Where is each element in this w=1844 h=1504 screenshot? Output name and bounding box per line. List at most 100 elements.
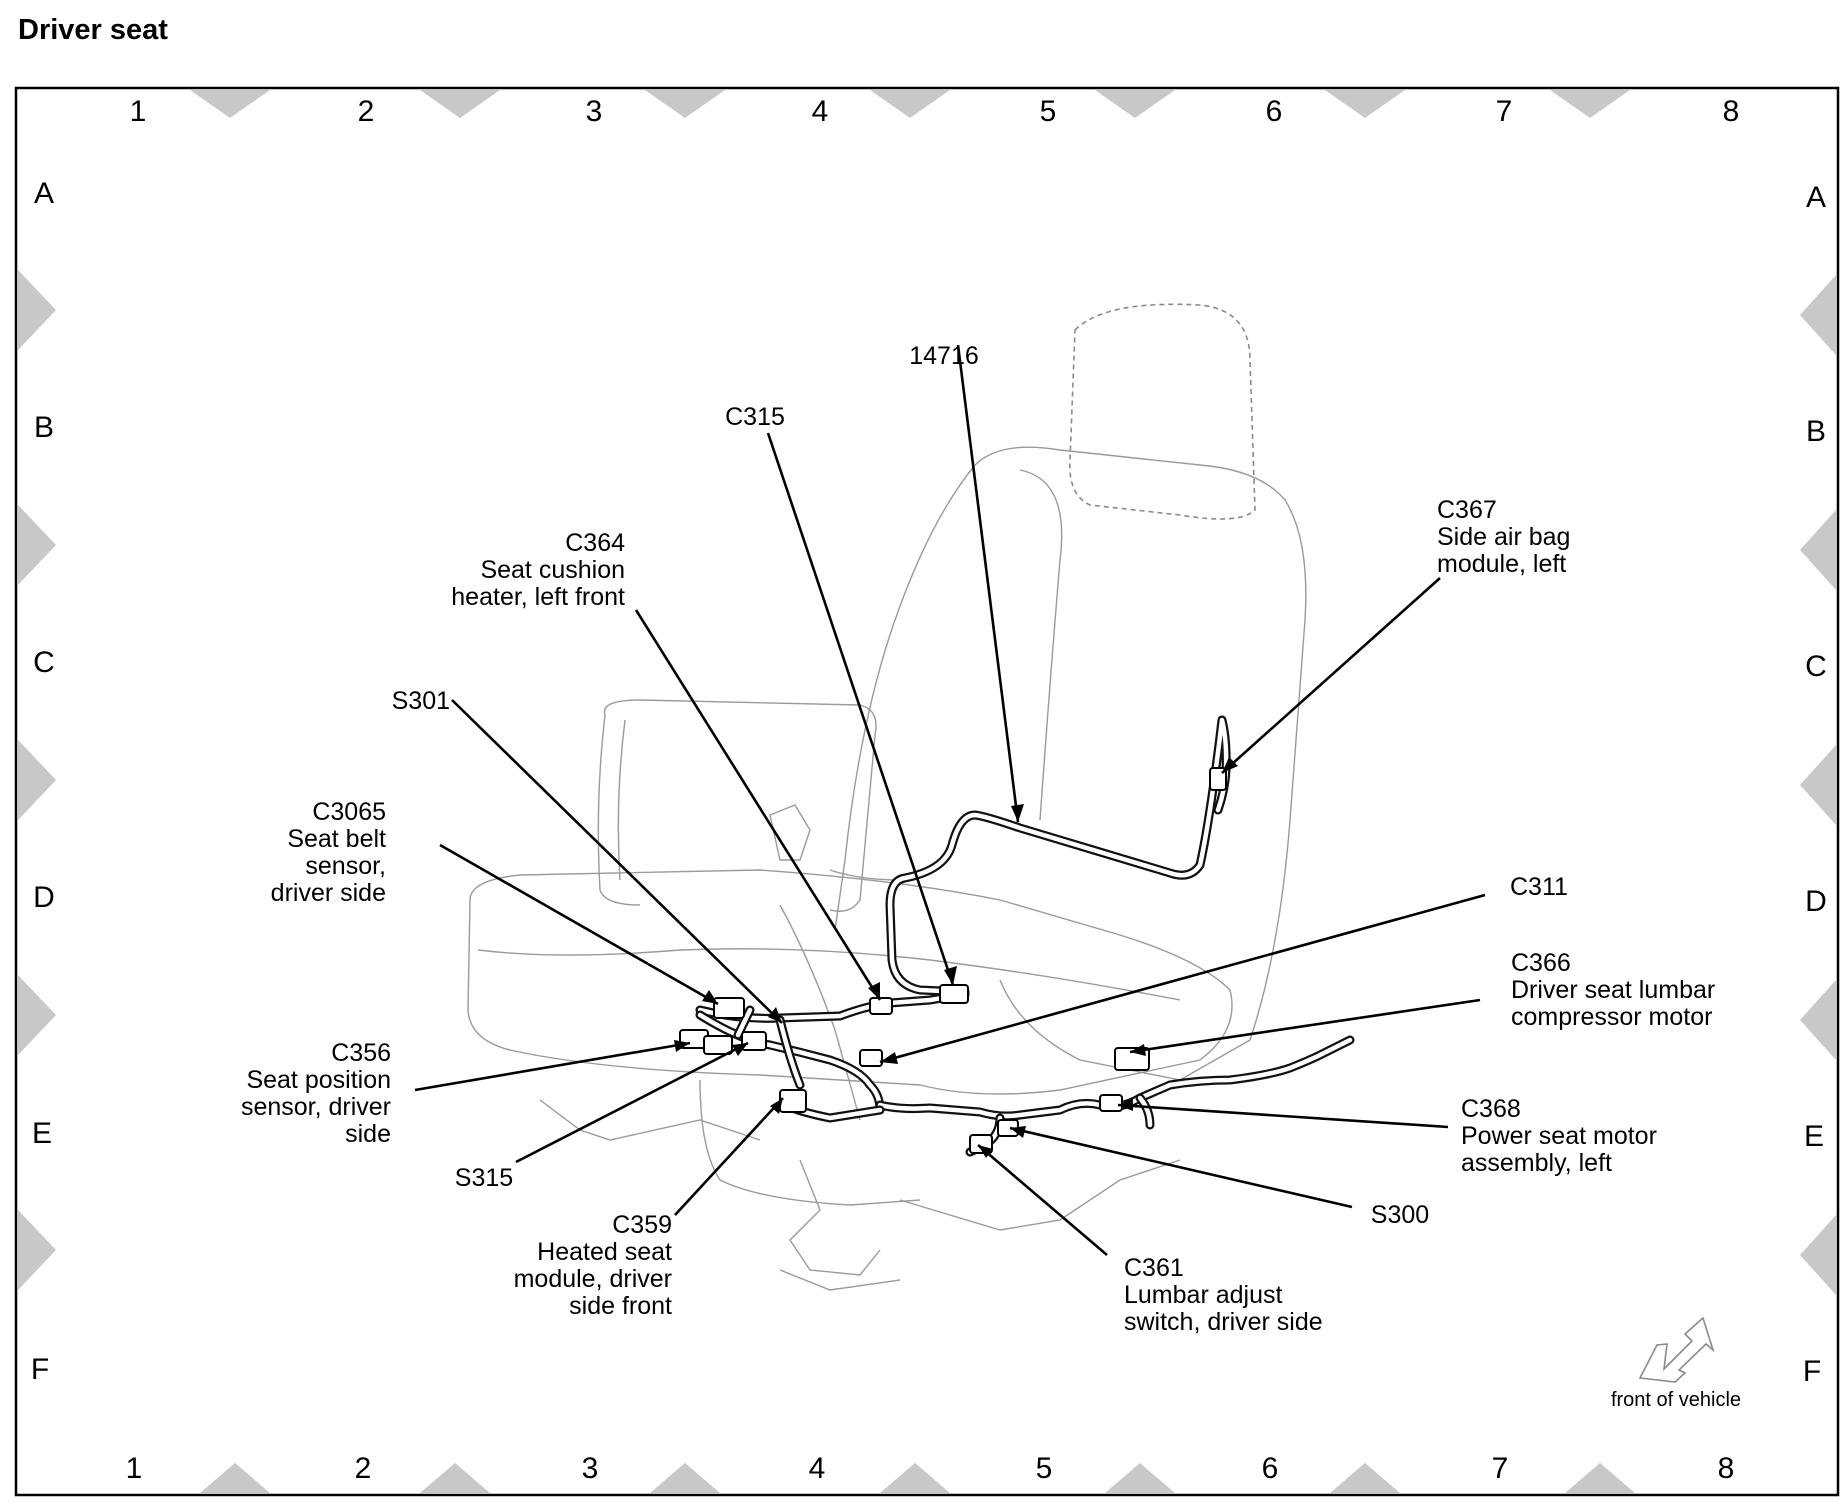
grid-col-6-bottom: 6: [1262, 1452, 1279, 1485]
connector-c356-b: [703, 1035, 733, 1055]
label-c368-line1: Power seat motor: [1461, 1122, 1657, 1150]
connector-c311: [859, 1049, 883, 1067]
grid-row-d-left: D: [33, 881, 55, 914]
label-c366-id: C366: [1511, 949, 1571, 977]
grid-row-labels-right: A B C D E F: [1803, 181, 1827, 1388]
leader-s315: [515, 1041, 749, 1164]
label-c367-line1: Side air bag: [1437, 523, 1570, 551]
connector-c315: [939, 984, 969, 1004]
grid-row-c-right: C: [1805, 650, 1827, 683]
arrow-down-left-icon: [1638, 1316, 1715, 1383]
label-c3065-line1: Seat belt: [287, 825, 386, 853]
grid-col-7-bottom: 7: [1492, 1452, 1509, 1485]
grid-row-e-left: E: [32, 1117, 52, 1150]
wiring-harness: [695, 715, 1355, 1157]
grid-col-1-bottom: 1: [126, 1452, 143, 1485]
grid-col-4-top: 4: [812, 95, 829, 128]
connector-c364: [869, 997, 893, 1015]
grid-col-2-top: 2: [358, 95, 375, 128]
label-c367-id: C367: [1437, 496, 1497, 524]
label-c368-line2: assembly, left: [1461, 1149, 1612, 1177]
connector-s315: [741, 1031, 767, 1051]
orientation-indicator: front of vehicle: [1611, 1316, 1741, 1411]
callout-labels: 14716 C315 C364 Seat cushion heater, lef…: [241, 342, 1715, 1336]
grid-row-b-right: B: [1806, 415, 1826, 448]
grid-row-c-left: C: [33, 646, 55, 679]
leader-c311: [879, 893, 1486, 1064]
label-c368-id: C368: [1461, 1095, 1521, 1123]
leader-c315: [766, 432, 955, 986]
leader-c361: [977, 1144, 1108, 1256]
label-c364-line2: heater, left front: [451, 583, 625, 611]
label-c3065-line2: sensor,: [305, 852, 386, 880]
diagram-frame: [14, 86, 1840, 1497]
grid-row-a-right: A: [1806, 181, 1826, 214]
grid-col-3-bottom: 3: [582, 1452, 599, 1485]
label-c315: C315: [725, 403, 785, 431]
leader-c356: [414, 1041, 691, 1092]
grid-column-labels-bottom: 1 2 3 4 5 6 7 8: [126, 1452, 1735, 1485]
grid-row-a-left: A: [34, 177, 54, 210]
leader-c359: [674, 1097, 784, 1216]
grid-col-6-top: 6: [1266, 95, 1283, 128]
label-c356-line1: Seat position: [246, 1066, 391, 1094]
leader-c367: [1221, 577, 1441, 774]
grid-col-5-bottom: 5: [1036, 1452, 1053, 1485]
connector-c368: [1099, 1094, 1123, 1112]
leader-c366: [1129, 998, 1481, 1054]
grid-col-3-top: 3: [586, 95, 603, 128]
label-c364-id: C364: [565, 529, 625, 557]
connector-c3065: [713, 997, 745, 1019]
leader-c3065: [439, 843, 719, 1006]
seat-illustration: [467, 303, 1307, 1291]
leader-arrowheads: [674, 757, 1238, 1158]
label-c356-id: C356: [331, 1039, 391, 1067]
front-of-vehicle-label: front of vehicle: [1611, 1389, 1741, 1411]
page-title: Driver seat: [18, 14, 168, 46]
label-c3065-line3: driver side: [271, 879, 386, 907]
label-c311: C311: [1510, 873, 1568, 901]
leader-14716: [956, 344, 1020, 823]
label-c361-line1: Lumbar adjust: [1124, 1281, 1282, 1309]
grid-row-labels-left: A B C D E F: [31, 177, 55, 1386]
grid-col-5-top: 5: [1040, 95, 1057, 128]
grid-row-f-left: F: [31, 1353, 49, 1386]
grid-col-4-bottom: 4: [809, 1452, 826, 1485]
grid-col-1-top: 1: [130, 95, 147, 128]
label-s315: S315: [455, 1164, 513, 1192]
connector-c359: [779, 1089, 807, 1113]
label-s301: S301: [392, 687, 450, 715]
label-c3065-id: C3065: [312, 798, 386, 826]
grid-row-b-left: B: [34, 411, 54, 444]
leader-s300: [1009, 1126, 1353, 1209]
label-c359-line2: module, driver: [514, 1265, 672, 1293]
label-c361-line2: switch, driver side: [1124, 1308, 1323, 1336]
grid-column-labels-top: 1 2 3 4 5 6 7 8: [130, 95, 1740, 128]
label-14716: 14716: [909, 342, 979, 370]
label-c356-line3: side: [345, 1120, 391, 1148]
label-s300: S300: [1371, 1201, 1429, 1229]
leader-c364: [634, 609, 882, 1001]
grid-row-e-right: E: [1804, 1120, 1824, 1153]
grid-col-2-bottom: 2: [355, 1452, 372, 1485]
grid-col-7-top: 7: [1496, 95, 1513, 128]
leader-c368: [1117, 1103, 1449, 1129]
grid-row-f-right: F: [1803, 1355, 1821, 1388]
label-c366-line1: Driver seat lumbar: [1511, 976, 1715, 1004]
leader-s301: [451, 699, 783, 1024]
label-c364-line1: Seat cushion: [480, 556, 625, 584]
label-c356-line2: sensor, driver: [241, 1093, 391, 1121]
label-c359-id: C359: [612, 1211, 672, 1239]
label-c367-line2: module, left: [1437, 550, 1566, 578]
leader-lines: [414, 344, 1486, 1256]
grid-col-8-bottom: 8: [1718, 1452, 1735, 1485]
label-c361-id: C361: [1124, 1254, 1184, 1282]
label-c359-line3: side front: [569, 1292, 672, 1320]
grid-row-d-right: D: [1805, 885, 1827, 918]
border-markers: [18, 90, 1836, 1493]
grid-col-8-top: 8: [1723, 95, 1740, 128]
label-c359-line1: Heated seat: [537, 1238, 672, 1266]
connector-c367: [1209, 767, 1227, 791]
label-c366-line2: compressor motor: [1511, 1003, 1712, 1031]
